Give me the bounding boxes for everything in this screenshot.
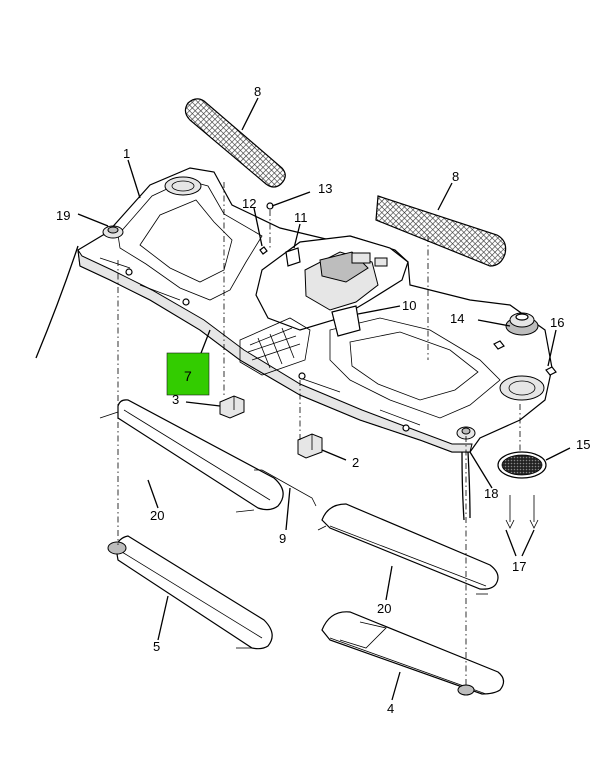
clip-16 — [545, 366, 557, 376]
callout-14: 14 — [450, 311, 464, 326]
clip-12 — [259, 246, 268, 255]
visor-rod — [254, 469, 317, 507]
callout-5: 5 — [153, 639, 160, 654]
alignment-lines — [117, 182, 521, 688]
sun-visor-left-upper — [99, 399, 284, 513]
callout-17: 17 — [512, 559, 526, 574]
leader-lines — [77, 97, 571, 701]
callout-20-left: 20 — [150, 508, 164, 523]
sun-visor-right-lower — [321, 611, 505, 696]
grommet-19 — [102, 225, 124, 239]
callout-15: 15 — [576, 437, 590, 452]
speaker-grille-left — [184, 98, 286, 188]
callout-13: 13 — [318, 181, 332, 196]
dashboard-panel — [77, 167, 553, 453]
highlight-part-7[interactable] — [166, 352, 210, 396]
screw-17a — [505, 495, 515, 529]
sun-visor-right-upper — [317, 503, 499, 595]
callout-9: 9 — [279, 531, 286, 546]
sun-visor-left-lower — [107, 535, 273, 650]
bracket-10 — [331, 305, 361, 337]
wire-harness-2 — [467, 451, 471, 519]
callout-12: 12 — [242, 196, 256, 211]
clip-16b — [493, 340, 505, 350]
callout-7[interactable]: 7 — [184, 368, 192, 384]
clip-3 — [219, 395, 245, 419]
callout-3: 3 — [172, 392, 179, 407]
callout-4: 4 — [387, 701, 394, 716]
callout-8-left: 8 — [254, 84, 261, 99]
callout-18: 18 — [484, 486, 498, 501]
callout-11: 11 — [294, 210, 308, 225]
callout-2: 2 — [352, 455, 359, 470]
tweeter-14 — [505, 312, 539, 336]
callout-20-right: 20 — [377, 601, 391, 616]
clip-2 — [297, 433, 323, 459]
wire-harness — [461, 451, 465, 521]
speaker-grille-right — [375, 195, 507, 267]
callout-19: 19 — [56, 208, 70, 223]
callout-10: 10 — [402, 298, 416, 313]
callout-8-right: 8 — [452, 169, 459, 184]
screw-17b — [529, 495, 539, 529]
callout-1: 1 — [123, 146, 130, 161]
speaker-grille-15 — [497, 451, 547, 479]
bracket-11 — [285, 247, 301, 267]
callout-16: 16 — [550, 315, 564, 330]
antenna-wire — [35, 245, 79, 359]
